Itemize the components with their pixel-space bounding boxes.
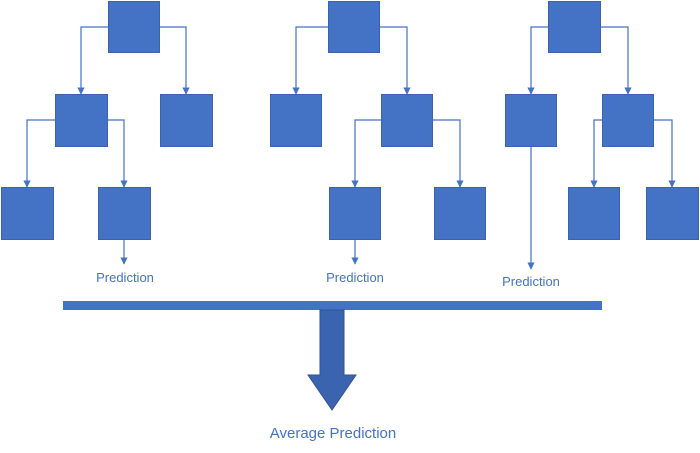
average-prediction-label: Average Prediction	[269, 425, 397, 442]
tree2-mid-left-leaf	[270, 94, 322, 147]
tree1-root-node	[108, 1, 160, 53]
tree2-edge-mid-left	[351, 119, 381, 188]
tree2-root-node	[328, 1, 380, 53]
tree1-edge-mid-right	[108, 119, 128, 188]
tree1-edge-root-right	[160, 26, 190, 95]
tree3-edge-mid-right	[654, 119, 676, 188]
tree1-mid-right-leaf	[160, 94, 213, 147]
tree1-edge-root-left	[77, 26, 108, 95]
tree2-mid-right-node	[381, 94, 433, 147]
tree1-leaf-right	[98, 187, 151, 240]
result-arrow	[307, 309, 357, 411]
tree2-leaf-left	[329, 187, 381, 240]
tree3-edge-root-right	[601, 26, 632, 95]
tree1-prediction-label: Prediction	[96, 270, 154, 285]
tree2-edge-mid-right	[433, 119, 464, 188]
tree3-prediction-label: Prediction	[502, 274, 560, 289]
tree3-leaf-right	[646, 187, 699, 240]
tree1-edge-mid-left	[23, 119, 55, 188]
aggregator-bar	[63, 301, 602, 310]
tree2-prediction-label: Prediction	[326, 270, 384, 285]
tree1-mid-left-node	[55, 94, 108, 147]
tree2-edge-root-left	[292, 26, 328, 95]
tree3-mid-right-node	[602, 94, 654, 147]
tree3-mid-left-node	[505, 94, 557, 147]
tree2-edge-root-right	[380, 26, 411, 95]
tree3-edge-mid-left	[590, 119, 602, 188]
tree3-root-node	[548, 1, 601, 53]
tree2-leaf-right	[434, 187, 486, 240]
tree1-leaf-left	[1, 187, 54, 240]
tree3-edge-root-left	[527, 26, 548, 95]
tree3-leaf-left	[568, 187, 620, 240]
